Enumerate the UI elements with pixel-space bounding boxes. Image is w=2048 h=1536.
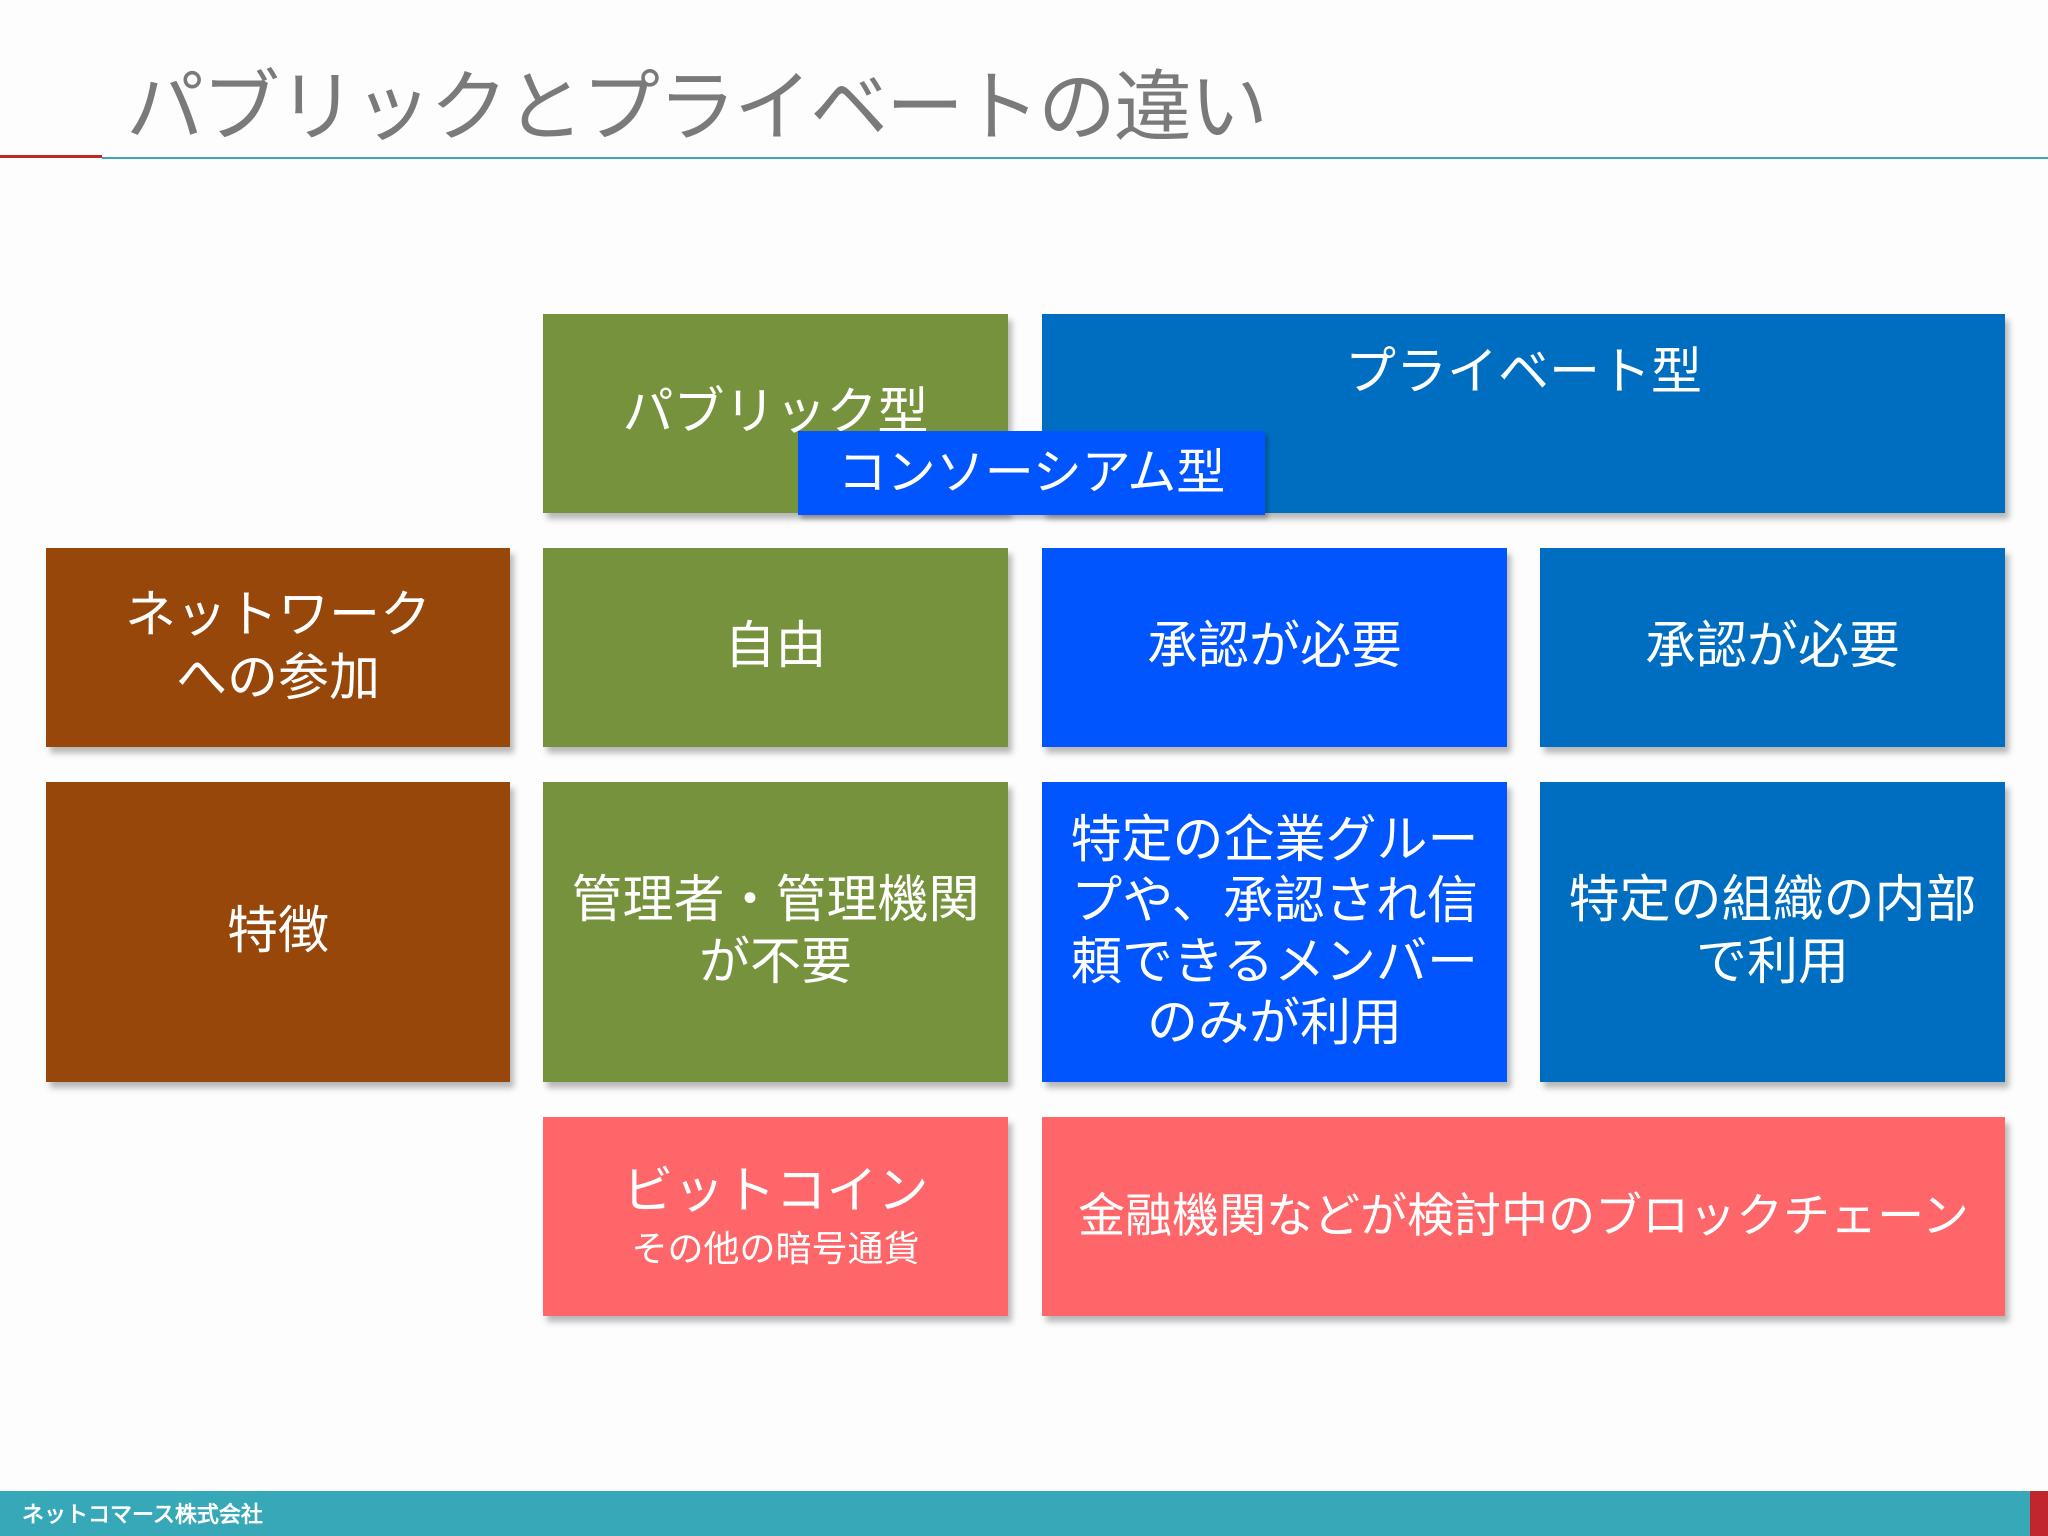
cell-participation-public: 自由 — [543, 548, 1008, 747]
cell-examples-public-sub: その他の暗号通貨 — [631, 1228, 920, 1270]
cell-examples-public-main: ビットコイン — [622, 1162, 929, 1222]
cell-features-consortium-line2: プや、承認され信 — [1071, 871, 1478, 931]
header-consortium: コンソーシアム型 — [798, 431, 1265, 515]
cell-features-private-line2: で利用 — [1695, 933, 1849, 992]
page-title: パブリックとプライベートの違い — [126, 63, 1268, 153]
row-label-participation-line1: ネットワーク — [124, 586, 431, 646]
cell-participation-private-text: 承認が必要 — [1644, 617, 1900, 677]
title-rule-accent — [0, 155, 102, 158]
row-label-features: 特徴 — [46, 782, 510, 1082]
header-private-label: プライベート型 — [1344, 343, 1702, 402]
cell-examples-private: 金融機関などが検討中のブロックチェーン — [1042, 1117, 2005, 1316]
footer-accent — [2030, 1491, 2048, 1536]
header-public: パブリック型 — [543, 314, 1008, 513]
title-rule — [102, 157, 2048, 159]
cell-participation-consortium-text: 承認が必要 — [1146, 617, 1402, 677]
cell-features-consortium-line4: のみが利用 — [1146, 994, 1402, 1054]
cell-examples-public: ビットコイン その他の暗号通貨 — [543, 1117, 1008, 1316]
row-label-participation: ネットワーク への参加 — [46, 548, 510, 747]
cell-features-consortium-line3: 頼できるメンバー — [1071, 933, 1478, 992]
cell-examples-private-text: 金融機関などが検討中のブロックチェーン — [1078, 1188, 1969, 1244]
cell-features-public: 管理者・管理機関 が不要 — [543, 782, 1008, 1082]
cell-participation-consortium: 承認が必要 — [1042, 548, 1507, 747]
cell-features-consortium-line1: 特定の企業グルー — [1070, 810, 1479, 870]
cell-participation-private: 承認が必要 — [1540, 548, 2005, 747]
cell-features-consortium: 特定の企業グルー プや、承認され信 頼できるメンバー のみが利用 — [1042, 782, 1507, 1082]
row-label-participation-line2: への参加 — [175, 648, 380, 708]
cell-features-public-line1: 管理者・管理機関 — [571, 870, 980, 930]
cell-features-private-line1: 特定の組織の内部 — [1568, 870, 1977, 930]
cell-features-private: 特定の組織の内部 で利用 — [1540, 782, 2005, 1082]
cell-features-public-line2: が不要 — [698, 933, 852, 992]
footer-bar — [0, 1491, 2030, 1536]
footer-company-name: ネットコマース株式会社 — [22, 1503, 263, 1528]
row-label-features-text: 特徴 — [226, 901, 329, 961]
cell-participation-public-text: 自由 — [724, 617, 827, 677]
